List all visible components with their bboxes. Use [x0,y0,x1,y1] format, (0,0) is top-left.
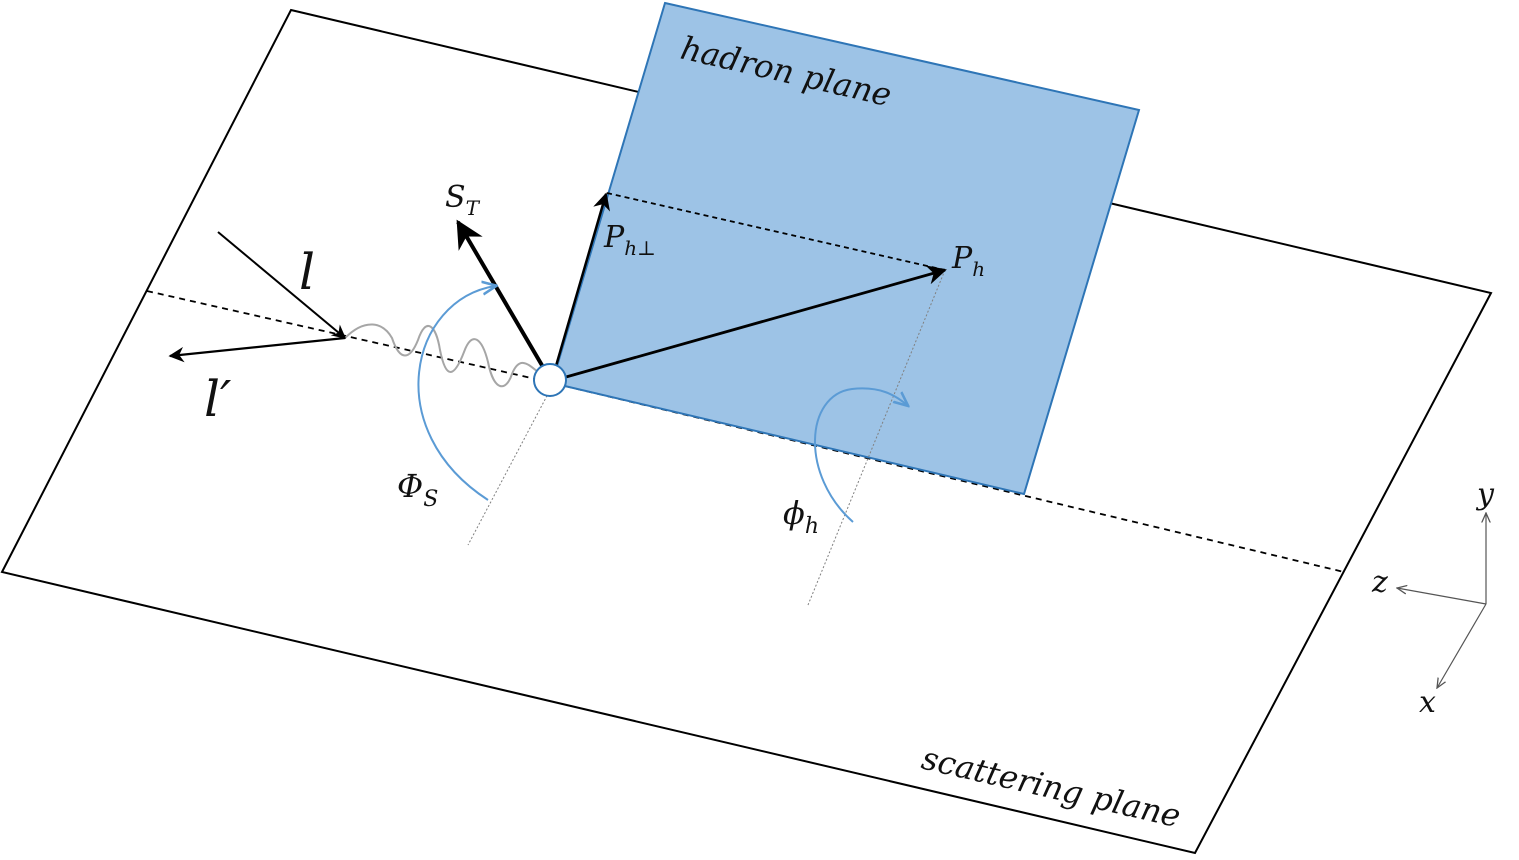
axes-triad: y z x [1371,477,1495,720]
phi-s-arc [417,286,495,501]
lepton-axis-dashed-left [146,290,550,383]
spin-label-main: S [445,180,466,215]
incoming-lepton-label: l [299,243,315,301]
y-axis-label: y [1475,477,1495,512]
ph-label: Ph [951,241,985,281]
ph-perp-vector [554,192,611,367]
phi-s-reference-line [467,391,550,546]
ph-label-sub: h [972,257,985,281]
phi-h-label: ϕh [783,494,819,539]
spin-vector [456,219,545,369]
phi-h-label-main: ϕ [783,494,805,532]
phi-s-label-sub: S [423,487,438,512]
ph-label-main: P [951,241,973,276]
ph-perp-label: Ph⊥ [603,220,656,260]
z-axis-label: z [1371,565,1388,600]
ph-perp-projection-line [606,192,946,271]
x-axis-label: x [1419,685,1436,720]
spin-label: ST [445,180,481,220]
hadron-plane [550,1,1141,496]
ph-vector [565,265,947,379]
phi-h-arc [814,387,907,523]
outgoing-lepton-vector [168,336,346,363]
phi-s-label-main: Φ [397,467,423,505]
phi-s-label: ΦS [397,467,438,512]
ph-perp-label-main: P [603,220,625,255]
outgoing-lepton-label: l′ [204,370,232,428]
phi-h-label-sub: h [805,514,819,539]
incoming-lepton-vector [217,231,347,339]
interaction-vertex [533,363,567,397]
spin-label-sub: T [466,196,481,220]
phi-h-reference-line [807,269,946,606]
virtual-photon [344,323,539,388]
ph-perp-label-sub: h⊥ [624,236,656,260]
x-axis-line [1437,603,1487,688]
z-axis-line [1397,588,1487,605]
